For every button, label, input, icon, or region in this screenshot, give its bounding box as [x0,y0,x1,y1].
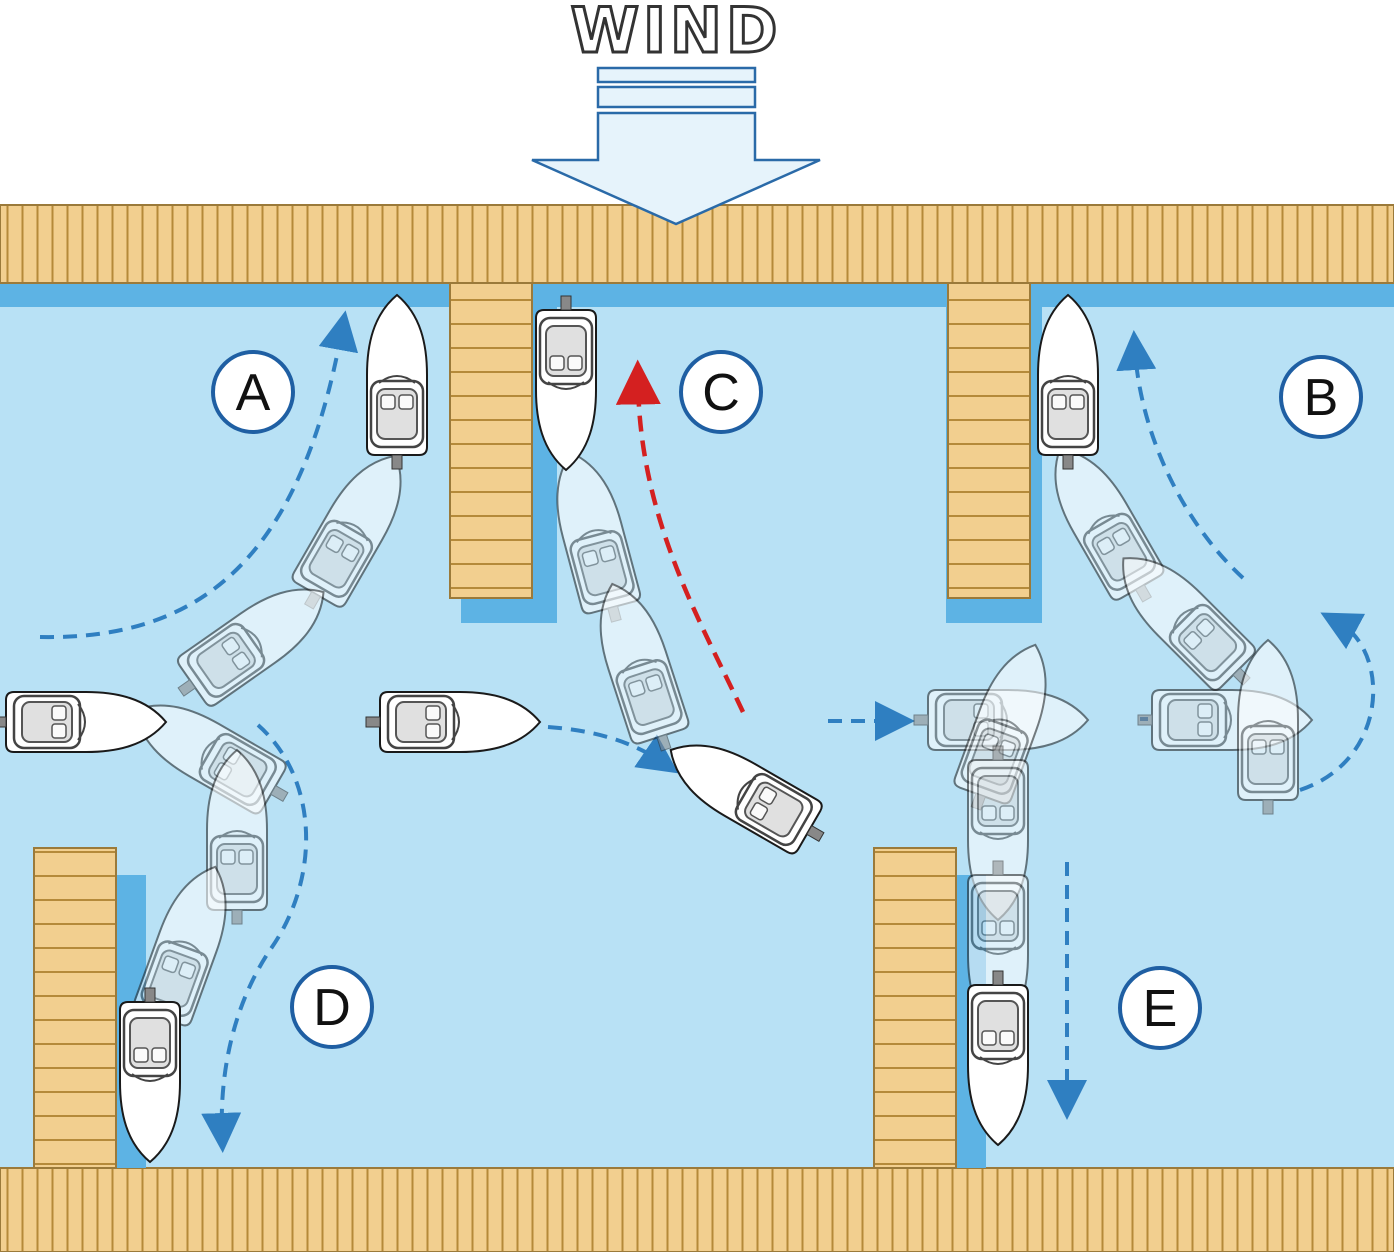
path-d [201,723,309,1153]
water-shadow [0,283,1394,307]
label-d-text: D [313,979,351,1037]
wind-label: WIND [571,0,782,67]
wind-indicator: WIND [531,0,821,226]
label-c-text: C [702,364,740,422]
label-b-text: B [1304,369,1339,427]
label-b: B [1279,355,1363,439]
bottom-dock [0,1167,1394,1252]
label-c: C [679,350,763,434]
label-d: D [290,965,374,1049]
label-e: E [1118,966,1202,1050]
label-a: A [211,350,295,434]
path-c [547,359,746,774]
label-a-text: A [236,364,271,422]
path-b [1116,330,1376,792]
path-a [39,310,359,640]
wind-arrow-icon [531,66,821,226]
label-e-text: E [1143,980,1178,1038]
pier-top-right [946,282,1042,623]
top-dock [0,204,1394,284]
